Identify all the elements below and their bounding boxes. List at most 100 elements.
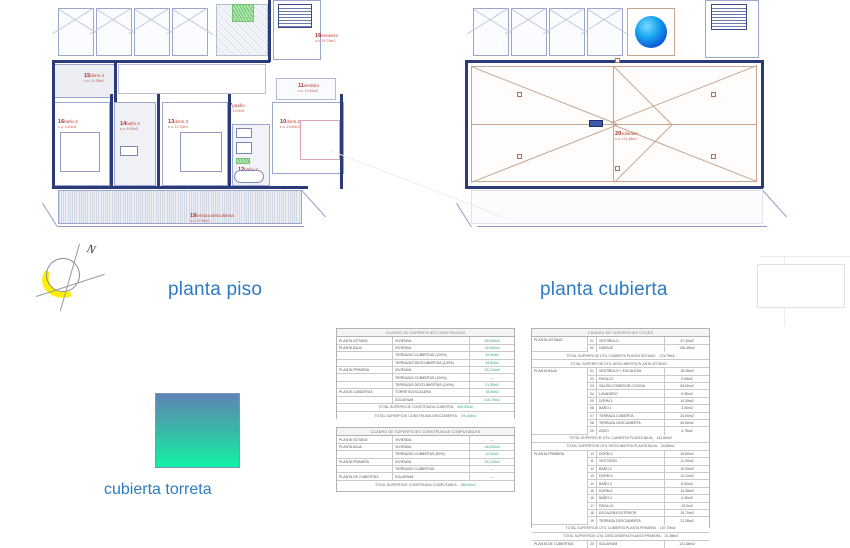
table-group-cubiertas: PLANTA DE CUBIERTAS 20 SOLARIUM 121.48m2 [532, 540, 709, 548]
cell-name: DORM.1 [597, 397, 665, 405]
cell-value: --- [490, 467, 494, 472]
glazing-bay-1 [58, 8, 94, 56]
roof-wall-top [465, 60, 763, 63]
total-value: 107.70m2 [659, 526, 676, 531]
room-11-dressing [276, 78, 336, 100]
cell-name: PASILLO [597, 502, 665, 509]
cell-concept: TERRAZAS CUBIERTAS (100%) [393, 374, 470, 381]
cell-value: 4.40m2 [681, 406, 693, 411]
table-total-row: TOTAL SUPERFICIE ÚTIL DESCUBIERTA PLANTA… [532, 532, 709, 541]
total-value: 540.20m2 [457, 405, 473, 410]
table-total-row: TOTAL SUPERFICIE ÚTIL DESCUBIERTA PLANTA… [532, 360, 709, 369]
cell-planta: PLANTA PRIMERA [532, 450, 588, 525]
cell-planta: PLANTA PRIMERA [337, 458, 393, 465]
wall-right-upper [268, 0, 271, 62]
cell-no: 06 [588, 405, 597, 412]
table-row: 07 TERRAZA CUBIERTA 24.00m2 [588, 412, 709, 420]
plan-title-planta-cubierta: planta cubierta [540, 279, 668, 300]
cell-no: 05 [588, 397, 597, 405]
cell-name: BAÑO.4 [597, 495, 665, 502]
cell-planta [337, 465, 393, 473]
table-total-row: TOTAL SUPERFICIE CONSTRUIDA DESCUBIERTA:… [337, 411, 514, 420]
cell-value: 21.35m2 [485, 382, 499, 387]
table-row: PLANTA PRIMERA VIVIENDA 101.20m2 [337, 366, 514, 375]
bath12-fixture-shower [236, 142, 252, 154]
plan-planta-piso: 18escalera s.u. 15.70m2 15dorm.4 s.u. 14… [40, 0, 344, 248]
cell-no: 17 [588, 502, 597, 509]
table-row: 17 PASILLO 19.0m2 [588, 502, 709, 510]
cell-no: 13 [588, 472, 597, 480]
cell-no: 01 [588, 337, 597, 344]
bed-furniture-15 [60, 132, 100, 172]
table-row: 02 GARAJE 136.45m2 [588, 344, 709, 353]
total-label: TOTAL SUPERFICIE ÚTIL CUBIERTA PLANTA PR… [565, 526, 657, 531]
table-total-row: TOTAL SUPERFICIE ÚTIL DESCUBIERTA PLANTA… [532, 442, 709, 451]
cell-planta [337, 374, 393, 381]
room-14-bath [114, 102, 156, 186]
cell-name: TERRAZA DESCUBIERTA [597, 517, 665, 525]
table-row: PLANTA BAJA VIVIENDA 144.80m2 [337, 344, 514, 353]
cell-value: 12.10m2 [680, 474, 694, 479]
roof-skirt-right [762, 190, 788, 218]
cell-value: 15.70m2 [680, 511, 694, 516]
terrace-edge-right [301, 190, 327, 218]
cell-name: BAÑO.3 [597, 480, 665, 487]
table-row: 15 DORM.4 14.35m2 [588, 487, 709, 496]
table-superficies-utiles: CUADRO DE SUPERFICIES ÚTILES PLANTA SÓTA… [531, 328, 710, 548]
cell-no: 08 [588, 419, 597, 427]
total-value: 34.50m2 [660, 444, 675, 449]
roof-equipment-tag [589, 120, 603, 127]
table-total-row: TOTAL SUPERFICIE ÚTIL CUBIERTA PLANTA PR… [532, 524, 709, 533]
cell-value: --- [490, 474, 494, 479]
table-row: TERRAZAS DESCUBIERTAS (100%) 34.50m2 [337, 359, 514, 367]
cell-no: 04 [588, 390, 597, 397]
table-computables-header: CUADRO DE SUPERFICIES CONSTRUIDAS COMPUT… [337, 428, 514, 437]
cell-no: 19 [588, 517, 597, 525]
cell-no: 14 [588, 480, 597, 487]
table-utiles-header: CUADRO DE SUPERFICIES ÚTILES [532, 329, 709, 338]
table-total-row: TOTAL SUPERFICIE ÚTIL CUBIERTA PLANTA SÓ… [532, 352, 709, 361]
cell-planta [337, 359, 393, 366]
cell-value: 15.50m2 [485, 390, 499, 395]
cell-no: 20 [588, 540, 597, 548]
table-total-row: TOTAL SUPERFICIE CONSTRUIDA COMPUTABLE: … [337, 480, 514, 489]
cell-value: 101.20m2 [484, 459, 500, 464]
table-row: TERRAZAS CUBIERTAS (100%) 24.00m2 [337, 352, 514, 360]
wall-main-horizontal [52, 60, 270, 64]
total-label: TOTAL SUPERFICIE ÚTIL CUBIERTA PLANTA SÓ… [566, 353, 657, 358]
cell-value: 14.35m2 [680, 398, 694, 403]
cell-name: DORM.4 [597, 487, 665, 495]
table-row: 09 ASEO 4.75m2 [588, 427, 709, 435]
cell-no: 03 [588, 382, 597, 390]
terrace-edge-left [42, 203, 58, 228]
room-16-bath [54, 64, 116, 98]
table-row: 03 SALÓN-COMEDOR-COCINA 63.00m2 [588, 382, 709, 391]
compass-north-letter: N [85, 241, 98, 257]
table-total-row: TOTAL SUPERFICIE ÚTIL CUBIERTA PLANTA BA… [532, 434, 709, 443]
table-superficies-computables: CUADRO DE SUPERFICIES CONSTRUIDAS COMPUT… [336, 427, 515, 492]
roof-mid-v [613, 66, 614, 182]
room-label-14: 14baño.3 s.u. 6.00m2 [120, 121, 140, 131]
cell-value: 6.00m2 [681, 481, 693, 486]
compass-ring [46, 258, 80, 292]
cell-name: SALÓN-COMEDOR-COCINA [597, 382, 665, 390]
roof-vent-4 [615, 166, 620, 171]
cell-name: TERRAZA CUBIERTA [597, 412, 665, 419]
total-label: TOTAL SUPERFICIE CONSTRUIDA DESCUBIERTA: [374, 413, 458, 418]
table-row: 11 VESTIDOR 11.00m2 [588, 458, 709, 466]
cell-no: 01 [588, 368, 597, 375]
bath12-fixture-wc [236, 128, 252, 138]
cell-name: VESTÍBULO [597, 337, 665, 344]
cell-planta: PLANTA SÓTANO [532, 337, 588, 353]
cell-name: VESTIDOR [597, 458, 665, 465]
room-label-20: 20solarium s.u. 121.48m2 [615, 131, 638, 141]
terrace-edge-bottom [58, 226, 304, 227]
cell-value: 136.45m2 [679, 346, 695, 351]
cell-name: ESCALERA EXTERIOR [597, 509, 665, 517]
table-row: 13 DORM.3 12.10m2 [588, 472, 709, 481]
cell-value: --- [490, 375, 494, 380]
cell-value: 144.80m2 [484, 444, 500, 449]
cell-name: ASEO [597, 427, 665, 435]
cell-value: 11.00m2 [680, 459, 694, 464]
room-label-18: 18escalera s.u. 15.70m2 [315, 33, 338, 43]
